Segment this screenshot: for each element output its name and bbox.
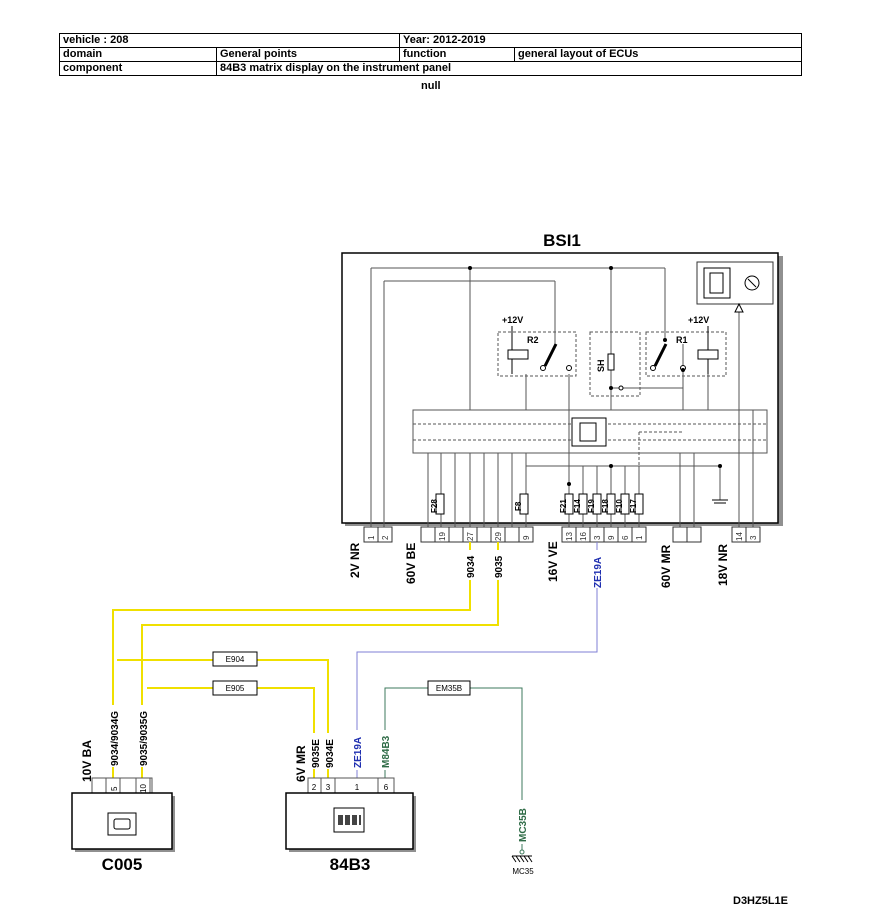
pin-label: 14 bbox=[735, 532, 744, 541]
header-table: vehicle : 208 Year: 2012-2019 domain Gen… bbox=[59, 33, 802, 76]
c005-pin: 5 bbox=[110, 786, 119, 791]
connector-18v-nr: 18V NR bbox=[716, 544, 730, 586]
junction-em35b: EM35B bbox=[436, 684, 462, 693]
b84-connector-label: 6V MR bbox=[294, 745, 308, 782]
component-value: 84B3 matrix display on the instrument pa… bbox=[216, 61, 802, 76]
wire-label-9035e: 9035E bbox=[311, 739, 322, 768]
relay-r1-box bbox=[645, 331, 727, 377]
wire-label-ze19a-bottom: ZE19A bbox=[353, 737, 364, 768]
relay-r1-label: R1 bbox=[676, 335, 688, 345]
wire-labels: 9034 9035 ZE19A 9034/9034G 9035/9035G 90… bbox=[107, 550, 604, 844]
c005-pin: 10 bbox=[139, 784, 148, 793]
junction-boxes: E904 E905 EM35B bbox=[212, 651, 471, 696]
bsi-ecu-block bbox=[696, 261, 774, 313]
wire-label-9035: 9035 bbox=[494, 555, 505, 578]
pin-label: 9 bbox=[522, 535, 531, 540]
connector-60v-mr: 60V MR bbox=[659, 544, 673, 588]
c005-connector-label: 10V BA bbox=[80, 740, 94, 782]
pin-label: 19 bbox=[438, 532, 447, 541]
wire-label-mc35b: MC35B bbox=[518, 808, 529, 842]
fuse-group: F28 F8 F21 F14 F19 F18 F10 F17 bbox=[430, 493, 644, 515]
b84-name: 84B3 bbox=[330, 855, 371, 874]
fuse-label: F14 bbox=[573, 499, 582, 513]
fuse-label: F8 bbox=[514, 501, 523, 511]
b84-pin: 2 bbox=[312, 783, 317, 792]
function-label: function bbox=[399, 47, 515, 62]
bsi-pin-row: 1 2 19 27 29 9 13 16 3 9 6 1 14 3 bbox=[363, 526, 761, 543]
b84-component: 6V MR 2 3 1 6 84B3 bbox=[285, 745, 416, 874]
fuse-label: F19 bbox=[587, 499, 596, 513]
supply-left-label: +12V bbox=[502, 315, 523, 325]
b84-pin: 3 bbox=[326, 783, 331, 792]
wire-label-9034: 9034 bbox=[466, 555, 477, 578]
junction-e905: E905 bbox=[226, 684, 245, 693]
bsi-processor-icon bbox=[571, 417, 607, 447]
pin-label: 3 bbox=[749, 535, 758, 540]
fuse-label: F21 bbox=[559, 499, 568, 513]
relay-r2-label: R2 bbox=[527, 335, 539, 345]
fuse-label: F17 bbox=[629, 499, 638, 513]
wire-label-9034e: 9034E bbox=[325, 739, 336, 768]
relay-r2: +12V R2 bbox=[502, 315, 572, 374]
wire-mc35b bbox=[470, 687, 523, 852]
null-label: null bbox=[421, 80, 441, 92]
fuse-label: F28 bbox=[430, 499, 439, 513]
supply-right-label: +12V bbox=[688, 315, 709, 325]
ground-mc35: MC35 bbox=[511, 849, 534, 876]
bsi-title: BSI1 bbox=[543, 231, 581, 250]
c005-component: 10V BA 5 10 C005 bbox=[71, 740, 175, 874]
pin-label: 13 bbox=[565, 532, 574, 541]
wire-label-ze19a-top: ZE19A bbox=[593, 557, 604, 588]
pin-label: 29 bbox=[494, 532, 503, 541]
bsi-ground-symbol bbox=[712, 499, 728, 504]
shunt-sh: SH bbox=[596, 353, 624, 391]
junction-dots bbox=[468, 266, 722, 486]
shunt-box bbox=[589, 331, 641, 397]
component-label: component bbox=[59, 61, 217, 76]
ground-label: MC35 bbox=[512, 867, 534, 876]
connector-16v-ve: 16V VE bbox=[546, 541, 560, 582]
wire-9034 bbox=[112, 542, 499, 778]
b84-box bbox=[285, 792, 414, 850]
shunt-label: SH bbox=[596, 359, 606, 372]
fuse-label: F10 bbox=[615, 499, 624, 513]
relay-r1: +12V R1 bbox=[650, 315, 719, 374]
wire-label-c005-2: 9035/9035G bbox=[139, 711, 150, 766]
b84-pin: 1 bbox=[355, 783, 360, 792]
c005-name: C005 bbox=[102, 855, 143, 874]
connector-2v-nr: 2V NR bbox=[348, 542, 362, 578]
pin-label: 1 bbox=[635, 535, 644, 540]
junction-e904: E904 bbox=[226, 655, 245, 664]
fuse-label: F18 bbox=[601, 499, 610, 513]
connector-60v-be: 60V BE bbox=[404, 543, 418, 584]
pin-label: 1 bbox=[367, 535, 376, 540]
relay-r2-box bbox=[497, 331, 577, 377]
pin-label: 27 bbox=[466, 532, 475, 541]
wire-label-m84b3: M84B3 bbox=[381, 735, 392, 768]
pin-label: 3 bbox=[593, 535, 602, 540]
b84-pin: 6 bbox=[384, 783, 389, 792]
pin-label: 6 bbox=[621, 535, 630, 540]
wire-ze19a bbox=[356, 542, 598, 778]
reference-code: D3HZ5L1E bbox=[733, 895, 789, 907]
connector-labels: 2V NR 60V BE 16V VE 60V MR 18V NR bbox=[348, 541, 730, 588]
pin-label: 16 bbox=[579, 532, 588, 541]
pin-label: 9 bbox=[607, 535, 616, 540]
pin-label: 2 bbox=[381, 535, 390, 540]
wire-label-c005-1: 9034/9034G bbox=[110, 711, 121, 766]
